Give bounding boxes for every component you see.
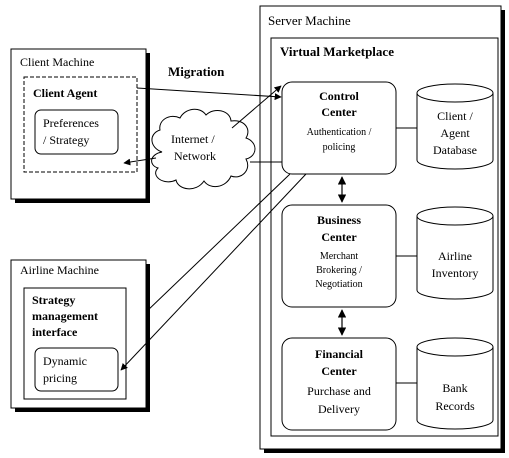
strategy-line1: Strategy <box>32 293 75 307</box>
business-center-sub2: Brokering / <box>316 265 362 276</box>
network-label-line2: Network <box>174 149 216 163</box>
db-client-line2: Agent <box>440 126 470 140</box>
bank-records-database <box>416 337 494 430</box>
strategy-line2: management <box>32 309 98 323</box>
preferences-box <box>34 109 119 155</box>
db-bank-line1: Bank <box>442 381 467 395</box>
preferences-line1: Preferences <box>43 116 99 130</box>
control-center-sub1: Authentication / <box>307 127 372 138</box>
dynamic-pricing-box <box>34 347 119 392</box>
client-agent-database <box>416 83 494 170</box>
financial-center-box <box>281 337 397 431</box>
network-label-line1: Internet / <box>171 132 215 146</box>
business-center-title2: Center <box>321 230 357 244</box>
control-center-sub2: policing <box>323 142 356 153</box>
client-agent-label: Client Agent <box>33 86 97 100</box>
migration-label: Migration <box>168 64 225 79</box>
financial-center-sub1: Purchase and <box>307 384 371 398</box>
financial-center-sub2: Delivery <box>318 402 360 416</box>
dynamic-pricing-line2: pricing <box>43 371 77 385</box>
financial-center-title2: Center <box>321 364 357 378</box>
server-machine-title: Server Machine <box>268 13 351 28</box>
strategy-line3: interface <box>32 325 78 339</box>
db-bank-line2: Records <box>435 399 475 413</box>
cloud-to-control-arrow <box>231 85 282 129</box>
control-center-title2: Center <box>321 105 357 119</box>
control-to-airline-line <box>145 173 291 313</box>
virtual-marketplace-title: Virtual Marketplace <box>280 44 394 59</box>
cloud-to-client-arrow <box>123 157 157 166</box>
network-cloud <box>151 108 256 190</box>
business-center-title1: Business <box>317 213 361 227</box>
financial-center-title1: Financial <box>315 347 364 361</box>
business-center-sub3: Negotiation <box>315 279 362 290</box>
airline-machine-title: Airline Machine <box>20 263 99 277</box>
control-to-dynamic-pricing-arrow <box>120 173 307 371</box>
db-airline-line2: Inventory <box>432 266 479 280</box>
business-center-sub1: Merchant <box>320 251 359 262</box>
migration-arrow <box>136 87 282 101</box>
db-client-line1: Client / <box>437 109 473 123</box>
preferences-line2: / Strategy <box>43 133 89 147</box>
db-client-line3: Database <box>433 143 477 157</box>
control-center-title1: Control <box>319 89 359 103</box>
client-machine-title: Client Machine <box>20 55 94 69</box>
db-airline-line1: Airline <box>438 249 472 263</box>
airline-inventory-database <box>416 206 494 300</box>
dynamic-pricing-line1: Dynamic <box>43 354 87 368</box>
